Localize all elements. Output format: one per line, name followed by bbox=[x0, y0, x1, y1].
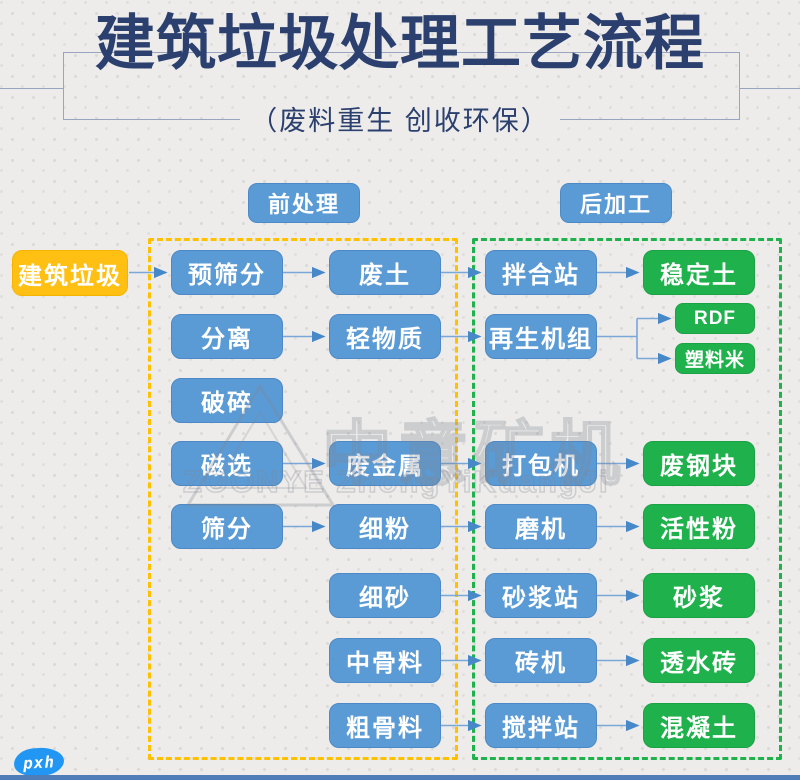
node-active-powder: 活性粉 bbox=[643, 504, 755, 549]
node-fine-sand: 细砂 bbox=[329, 573, 441, 618]
node-pre-screening: 预筛分 bbox=[171, 250, 283, 295]
node-regeneration-unit: 再生机组 bbox=[485, 314, 597, 359]
node-fine-powder: 细粉 bbox=[329, 504, 441, 549]
page-title: 建筑垃圾处理工艺流程 bbox=[95, 9, 705, 79]
node-screening: 筛分 bbox=[171, 504, 283, 549]
node-baler: 打包机 bbox=[485, 441, 597, 486]
node-mixing-station: 拌合站 bbox=[485, 250, 597, 295]
node-scrap-metal: 废金属 bbox=[329, 441, 441, 486]
bottom-accent-bar bbox=[0, 775, 800, 780]
node-mortar: 砂浆 bbox=[643, 573, 755, 618]
page-subtitle: （废料重生 创收环保） bbox=[240, 99, 560, 138]
node-construction-waste: 建筑垃圾 bbox=[12, 250, 128, 296]
node-crushing: 破碎 bbox=[171, 378, 283, 423]
node-plastic-pellets: 塑料米 bbox=[675, 343, 755, 374]
pre-processing-zone bbox=[148, 238, 458, 760]
node-stirring-station: 搅拌站 bbox=[485, 703, 597, 748]
subtitle-row: （废料重生 创收环保） bbox=[0, 99, 800, 138]
node-brick-machine: 砖机 bbox=[485, 638, 597, 683]
header-line-right bbox=[739, 88, 800, 89]
post-processing-zone bbox=[472, 238, 782, 760]
node-permeable-brick: 透水砖 bbox=[643, 638, 755, 683]
node-rdf: RDF bbox=[675, 303, 755, 334]
node-stabilized-soil: 稳定土 bbox=[643, 250, 755, 295]
node-scrap-steel-block: 废钢块 bbox=[643, 441, 755, 486]
node-waste-soil: 废土 bbox=[329, 250, 441, 295]
node-mortar-station: 砂浆站 bbox=[485, 573, 597, 618]
node-magnetic-separation: 磁选 bbox=[171, 441, 283, 486]
node-medium-aggregate: 中骨料 bbox=[329, 638, 441, 683]
pxh-logo: pxh bbox=[13, 746, 65, 778]
node-light-material: 轻物质 bbox=[329, 314, 441, 359]
node-mill: 磨机 bbox=[485, 504, 597, 549]
header-line-left bbox=[0, 88, 63, 89]
section-label-pre-processing: 前处理 bbox=[248, 183, 360, 223]
node-coarse-aggregate: 粗骨料 bbox=[329, 703, 441, 748]
node-separation: 分离 bbox=[171, 314, 283, 359]
node-concrete: 混凝土 bbox=[643, 703, 755, 748]
section-label-post-processing: 后加工 bbox=[560, 183, 672, 223]
